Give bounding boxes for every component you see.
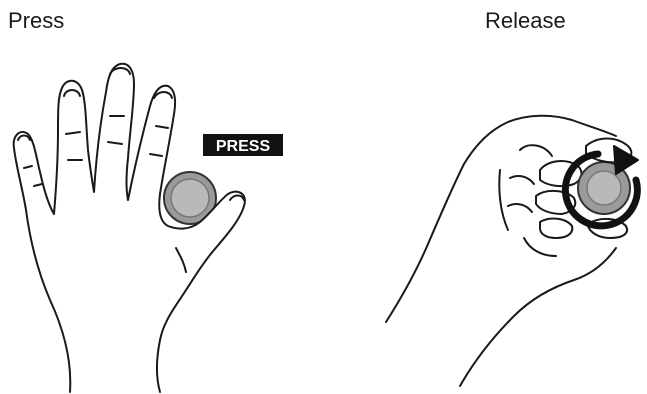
press-badge: PRESS <box>203 134 283 156</box>
open-hand-press-illustration <box>14 64 245 392</box>
press-badge-label: PRESS <box>216 138 271 155</box>
